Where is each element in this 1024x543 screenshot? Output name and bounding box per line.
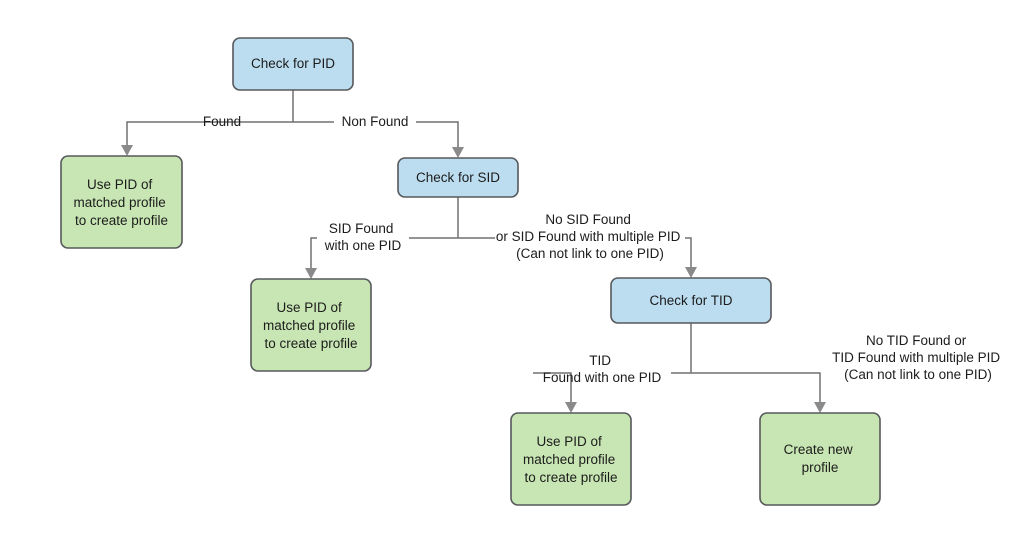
edge-tid-found-one-pid-line [533, 323, 692, 402]
edge-pid-found-arrowhead [121, 145, 133, 156]
edge-tid-found-one-pid [533, 323, 692, 413]
node-check-sid-box[interactable] [397, 157, 519, 198]
edge-layer [121, 90, 826, 413]
edge-sid-found-one-pid [305, 197, 459, 279]
node-layer: Check for PID Use PID of matched profile… [60, 37, 881, 506]
node-check-tid-box[interactable] [610, 277, 772, 324]
edge-label-sid-found-one-pid: SID Found with one PID [324, 221, 402, 253]
edge-label-layer: Found Non Found SID Found with one PID N… [203, 114, 1004, 385]
edge-pid-found-line [126, 90, 294, 145]
edge-label-tid-not-linkable: No TID Found or TID Found with multiple … [832, 333, 1004, 382]
edge-sid-found-one-pid-line [310, 197, 459, 268]
node-check-pid-box[interactable] [232, 37, 354, 91]
edge-sid-not-linkable-line [458, 237, 692, 267]
edge-sid-found-one-pid-arrowhead [305, 268, 317, 279]
node-check-tid[interactable]: Check for TID [610, 277, 772, 324]
node-tid-use-profile-label: Use PID of matched profile to create pro… [523, 434, 619, 485]
node-tid-use-profile[interactable]: Use PID of matched profile to create pro… [510, 412, 632, 506]
edge-pid-non-found [293, 121, 464, 158]
node-check-pid-label: Check for PID [251, 56, 335, 71]
node-pid-use-profile[interactable]: Use PID of matched profile to create pro… [60, 155, 183, 249]
edge-tid-not-linkable-arrowhead [814, 402, 826, 413]
node-check-tid-label: Check for TID [649, 293, 732, 308]
edge-tid-found-one-pid-arrowhead [565, 402, 577, 413]
edge-sid-not-linkable-arrowhead [685, 267, 697, 278]
node-pid-use-profile-box[interactable] [60, 155, 183, 249]
node-check-pid[interactable]: Check for PID [232, 37, 354, 91]
node-pid-use-profile-label: Use PID of matched profile to create pro… [73, 177, 169, 228]
edge-label-tid-found-one-pid: TID Found with one PID [543, 353, 662, 385]
node-sid-use-profile-label: Use PID of matched profile to create pro… [263, 300, 359, 351]
node-create-new-profile[interactable]: Create new profile [759, 412, 881, 506]
node-create-new-profile-box[interactable] [759, 412, 881, 506]
edge-pid-non-found-line [293, 121, 459, 147]
node-tid-use-profile-box[interactable] [510, 412, 632, 506]
edge-label-pid-found: Found [203, 114, 241, 129]
edge-pid-non-found-arrowhead [452, 147, 464, 158]
node-create-new-profile-label: Create new profile [784, 442, 857, 475]
node-sid-use-profile[interactable]: Use PID of matched profile to create pro… [250, 278, 372, 372]
edge-tid-not-linkable [691, 372, 826, 413]
edge-tid-not-linkable-line [691, 372, 821, 402]
node-sid-use-profile-box[interactable] [250, 278, 372, 372]
edge-sid-not-linkable [458, 237, 697, 278]
edge-pid-found [121, 90, 294, 156]
edge-label-pid-non-found: Non Found [342, 114, 409, 129]
edge-label-sid-not-linkable: No SID Found or SID Found with multiple … [496, 212, 684, 261]
node-check-sid-label: Check for SID [416, 170, 500, 185]
node-check-sid[interactable]: Check for SID [397, 157, 519, 198]
